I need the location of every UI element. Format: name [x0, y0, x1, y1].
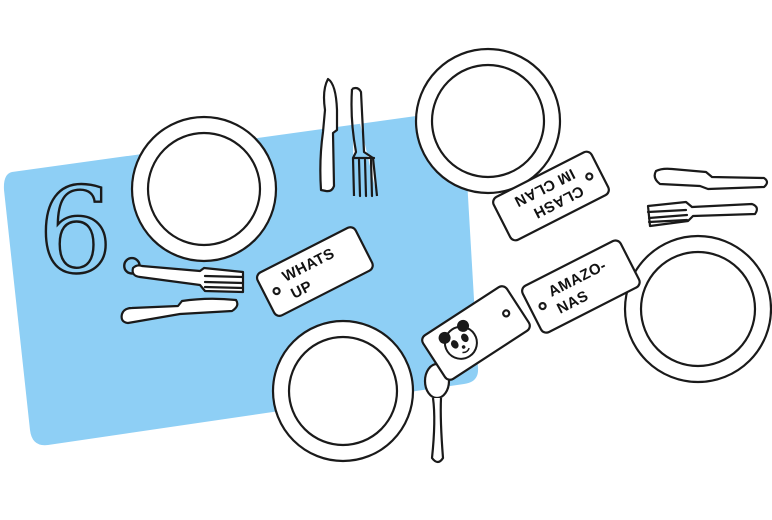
fork-icon — [350, 86, 379, 198]
plate-bottom — [271, 319, 415, 463]
knife-icon — [319, 77, 339, 193]
knife-icon — [120, 297, 239, 325]
plate-top-left — [130, 115, 278, 263]
fork-icon — [646, 200, 759, 228]
fork-icon — [131, 264, 245, 294]
name-card-amazonas: AMAZO- NAS — [521, 239, 641, 334]
name-card-whats-up: WHATS UP — [255, 226, 374, 317]
panda-icon — [438, 319, 478, 360]
plate-top-right — [414, 47, 562, 195]
plate-right — [623, 234, 772, 384]
panda-card — [421, 285, 531, 381]
knife-icon — [653, 167, 769, 191]
